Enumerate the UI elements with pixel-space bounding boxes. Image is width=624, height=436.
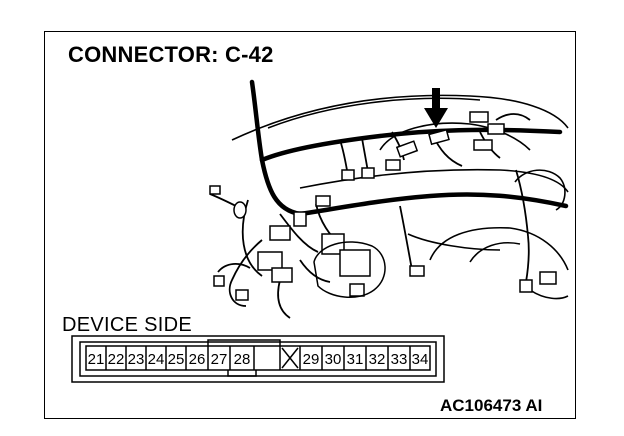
connector-block xyxy=(428,128,450,146)
down-arrow-icon xyxy=(424,88,448,128)
connector-block xyxy=(487,123,505,135)
connector-pin-label: 34 xyxy=(412,351,429,368)
connector-pin-label: 24 xyxy=(148,351,165,368)
connector-block xyxy=(269,225,291,241)
connector-block xyxy=(321,233,345,255)
connector-block xyxy=(349,283,365,297)
connector-block xyxy=(409,265,425,277)
connector-block xyxy=(469,111,489,123)
connector-pin-label: 30 xyxy=(325,351,342,368)
connector-block xyxy=(539,271,557,285)
connector-block xyxy=(519,279,533,293)
connector-pin-label: 21 xyxy=(88,351,105,368)
x-mark-icon xyxy=(281,347,299,369)
connector-block xyxy=(315,195,331,207)
connector-pin-label: 27 xyxy=(211,351,228,368)
connector-pin-label: 26 xyxy=(189,351,206,368)
connector-block xyxy=(271,267,293,283)
connector-block xyxy=(257,251,283,271)
device-side-label: DEVICE SIDE xyxy=(62,314,192,336)
connector-pin-label: 23 xyxy=(128,351,145,368)
connector-pin-label: 28 xyxy=(234,351,251,368)
figure-id: AC106473 AI xyxy=(440,396,543,415)
connector-block xyxy=(473,139,493,151)
connector-block xyxy=(235,289,249,301)
connector-block xyxy=(341,169,355,181)
connector-pin-label: 31 xyxy=(347,351,364,368)
diagram-frame xyxy=(44,31,576,419)
connector-block xyxy=(213,275,225,287)
connector-face xyxy=(71,335,445,383)
connector-block xyxy=(209,185,221,195)
connector-pin-label: 32 xyxy=(369,351,386,368)
connector-pin-label: 25 xyxy=(168,351,185,368)
connector-block xyxy=(395,140,419,158)
connector-block xyxy=(339,249,371,277)
connector-pin-label: 22 xyxy=(108,351,125,368)
connector-pin-label: 29 xyxy=(303,351,320,368)
connector-pin-label: 33 xyxy=(391,351,408,368)
harness-connectors xyxy=(209,111,557,301)
grommet xyxy=(233,201,247,219)
connector-block xyxy=(293,211,307,227)
connector-title: CONNECTOR: C-42 xyxy=(68,42,274,67)
connector-block xyxy=(385,159,401,171)
connector-block xyxy=(361,167,375,179)
